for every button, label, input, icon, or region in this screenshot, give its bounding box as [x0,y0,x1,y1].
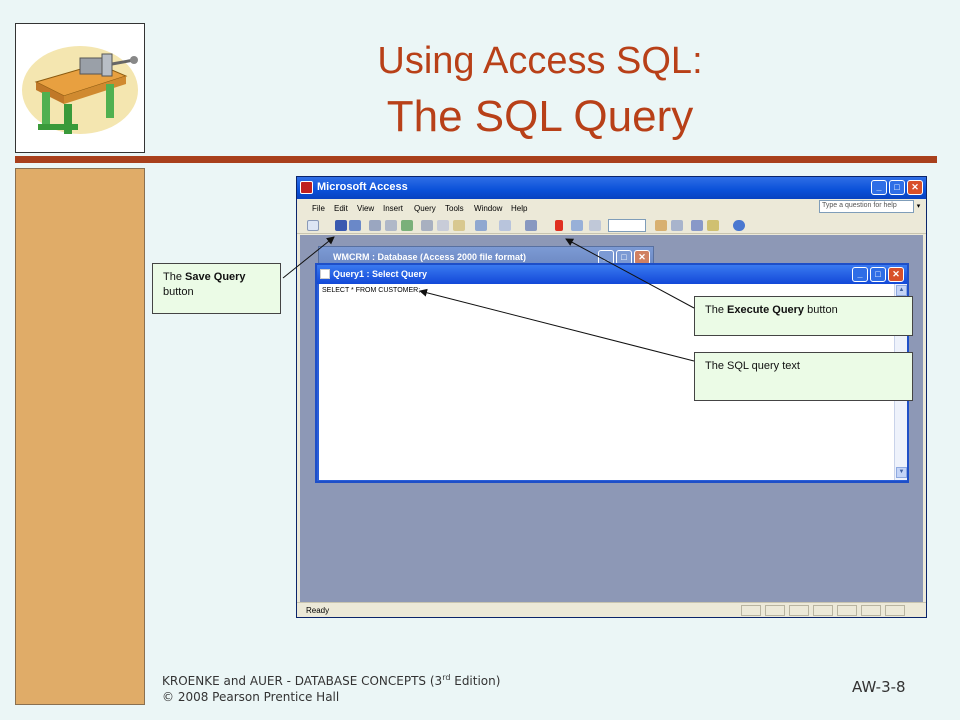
spelling-icon[interactable] [401,220,413,231]
query-window-title-bar[interactable]: Query1 : Select Query _ □ ✕ [317,265,907,284]
logo-workbench-icon [15,23,145,153]
cut-icon[interactable] [421,220,433,231]
build-icon[interactable] [671,220,683,231]
scroll-down-icon[interactable]: ▼ [896,467,907,478]
status-panel [837,605,857,616]
status-panel [813,605,833,616]
callout-text: button [804,304,838,316]
footer-sup: rd [442,673,451,682]
database-window-title: WMCRM : Database (Access 2000 file forma… [333,252,527,262]
access-icon [300,181,313,194]
vise-icon [22,46,138,134]
print-icon[interactable] [369,220,381,231]
app-title: Microsoft Access [317,181,408,193]
status-text: Ready [306,606,330,615]
query-icon [320,269,330,279]
help-dropdown-icon[interactable]: ▾ [916,203,921,210]
page-title: Using Access SQL: [377,40,703,82]
print-preview-icon[interactable] [385,220,397,231]
menu-file[interactable]: File [312,204,325,213]
query-close-button[interactable]: ✕ [888,267,904,282]
redo-icon[interactable] [499,220,511,231]
view-toggle-button[interactable] [307,220,319,231]
totals-icon[interactable] [589,220,601,231]
callout-execute-query: The Execute Query button [694,296,913,336]
query-maximize-button[interactable]: □ [870,267,886,282]
page-subtitle: The SQL Query [386,92,694,141]
help-icon[interactable] [733,220,745,231]
footer-text: KROENKE and AUER - DATABASE CONCEPTS (3 [162,674,443,688]
close-button[interactable]: ✕ [907,180,923,195]
search-icon[interactable] [349,220,361,231]
maximize-button[interactable]: □ [889,180,905,195]
menu-help[interactable]: Help [511,204,528,213]
scroll-up-icon[interactable]: ▲ [896,285,907,296]
execute-query-button[interactable] [555,220,563,231]
callout-text: The [705,304,728,316]
callout-bold-text: Execute Query [727,304,805,316]
query-minimize-button[interactable]: _ [852,267,868,282]
top-values-combo[interactable] [608,219,646,232]
toolbar [297,217,926,234]
status-panel [765,605,785,616]
copy-icon[interactable] [437,220,449,231]
footer-line-2: © 2008 Pearson Prentice Hall [162,690,340,704]
database-window-icon[interactable] [691,220,703,231]
menu-view[interactable]: View [357,204,375,213]
callout-save-query: The Save Query button [152,263,281,314]
status-panel [885,605,905,616]
menu-bar: File Edit View Insert Query Tools Window… [297,199,926,217]
app-title-bar[interactable]: Microsoft Access _ □ ✕ [297,177,926,199]
callout-bold-text: Save Query [185,271,246,283]
footer-line-1: KROENKE and AUER - DATABASE CONCEPTS (3r… [162,670,500,689]
footer-text: Edition) [450,674,501,688]
callout-sql-text: The SQL query text [694,352,913,401]
status-panel [861,605,881,616]
minimize-button[interactable]: _ [871,180,887,195]
status-panel [741,605,761,616]
menu-edit[interactable]: Edit [334,204,348,213]
footer: KROENKE and AUER - DATABASE CONCEPTS (3r… [162,670,500,705]
callout-text: button [163,286,194,298]
menu-insert[interactable]: Insert [383,204,404,213]
save-query-button[interactable] [335,220,347,231]
query-window-title: Query1 : Select Query [333,269,428,279]
decorative-sidebar [15,168,145,705]
status-bar: Ready [297,602,926,617]
paste-icon[interactable] [453,220,465,231]
title-divider [15,156,937,163]
query-type-icon[interactable] [525,220,537,231]
callout-text: The [163,271,186,283]
undo-icon[interactable] [475,220,487,231]
new-object-icon[interactable] [707,220,719,231]
show-table-icon[interactable] [571,220,583,231]
menu-window[interactable]: Window [474,204,503,213]
slide-number: AW-3-8 [852,678,906,696]
menu-tools[interactable]: Tools [445,204,464,213]
status-panel [789,605,809,616]
mdi-workspace: WMCRM : Database (Access 2000 file forma… [300,235,923,602]
menu-query[interactable]: Query [414,204,436,213]
help-search-input[interactable]: Type a question for help [819,200,914,213]
properties-icon[interactable] [655,220,667,231]
